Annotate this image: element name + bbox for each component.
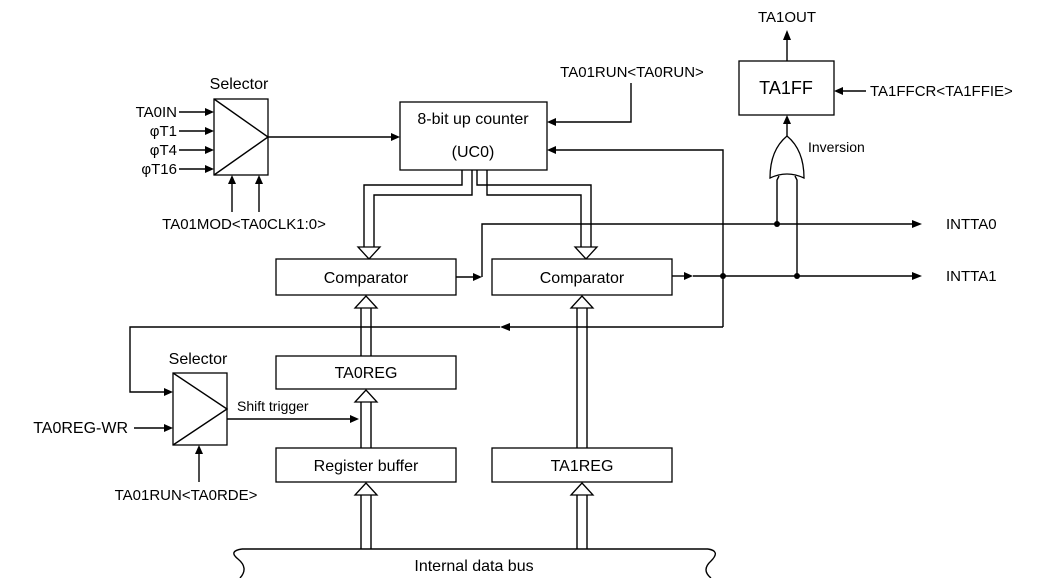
clock-select-arrows (228, 175, 263, 212)
counter-bus-to-comparator0 (356, 170, 473, 260)
ta0run-label: TA01RUN<TA0RUN> (560, 64, 704, 81)
intta1-label: INTTA1 (946, 268, 997, 285)
clock-input-ta0in: TA0IN (136, 104, 177, 121)
comparator1-box (491, 258, 673, 296)
clock-inputs: TA0IN φT1 φT4 φT16 (136, 104, 177, 178)
ta0clk-label: TA01MOD<TA0CLK1:0> (162, 216, 326, 233)
intta0-line (456, 220, 922, 281)
ta0reg-wr-arrow (134, 424, 173, 432)
selector-top-box (213, 98, 269, 176)
comparator0: Comparator (275, 258, 457, 296)
internal-data-bus-label: Internal data bus (414, 558, 533, 575)
ta0reg-wr-label: TA0REG-WR (33, 420, 128, 437)
ta0reg-to-comparator0-bus (353, 295, 379, 356)
clock-input-phit16: φT16 (141, 161, 177, 178)
counter-label-line1: 8-bit up counter (417, 111, 529, 128)
bus-to-ta1reg (569, 482, 595, 549)
ta1reg-to-comparator1-bus (569, 295, 595, 448)
shift-return-line (129, 276, 724, 396)
comparator0-box (275, 258, 457, 296)
or-to-ta1ff-arrow (783, 115, 791, 136)
intta0-label: INTTA0 (946, 216, 997, 233)
buffer-to-ta0reg-bus (353, 389, 379, 448)
ta1ff: TA1FF (738, 60, 835, 116)
clock-input-phit4: φT4 (150, 142, 177, 159)
ta1ff-label: TA1FF (759, 78, 813, 98)
selector-bottom-triangle (172, 372, 229, 446)
ta1ffie-label: TA1FFCR<TA1FFIE> (870, 83, 1013, 100)
register-buffer-label: Register buffer (314, 458, 419, 475)
clock-input-phit1: φT1 (150, 123, 177, 140)
comparator1-label: Comparator (540, 270, 625, 287)
ta1out-arrow (783, 30, 791, 61)
or-gate-icon (769, 135, 805, 180)
comparator0-label: Comparator (324, 270, 409, 287)
ta0rde-arrow (195, 445, 203, 482)
clock-to-counter-line (268, 133, 400, 141)
bus-to-register-buffer (353, 482, 379, 549)
selector-bottom-box (172, 372, 228, 446)
ta0reg-label: TA0REG (335, 365, 398, 382)
register-buffer: Register buffer (275, 447, 457, 483)
ta0rde-label: TA01RUN<TA0RDE> (115, 487, 258, 504)
shift-trigger-label: Shift trigger (237, 398, 309, 414)
selector-bottom: Selector (169, 351, 229, 446)
ta1reg-label: TA1REG (551, 458, 614, 475)
ta1out-label: TA1OUT (758, 9, 816, 26)
counter-label-line2: (UC0) (452, 144, 495, 161)
counter-clear-line (547, 146, 724, 276)
ta1reg-box (491, 447, 673, 483)
clock-input-arrows (179, 108, 214, 173)
ta1ffie-arrow (834, 87, 866, 95)
ta0reg: TA0REG (275, 355, 457, 390)
counter-box (399, 101, 548, 171)
shift-trigger-line (227, 415, 359, 423)
ta0reg-box (275, 355, 457, 390)
ta1reg: TA1REG (491, 447, 673, 483)
counter-bus-to-comparator1 (476, 170, 599, 260)
selector-bottom-label: Selector (169, 351, 228, 368)
counter-uc0: 8-bit up counter (UC0) (399, 101, 548, 171)
ta0run-arrow (547, 83, 632, 126)
register-buffer-box (275, 447, 457, 483)
or-gate-inputs (776, 175, 798, 276)
inversion-label: Inversion (808, 139, 865, 155)
comparator1: Comparator (491, 258, 673, 296)
internal-data-bus (233, 548, 716, 578)
selector-top-label: Selector (210, 76, 269, 93)
selector-top: Selector (210, 76, 270, 176)
